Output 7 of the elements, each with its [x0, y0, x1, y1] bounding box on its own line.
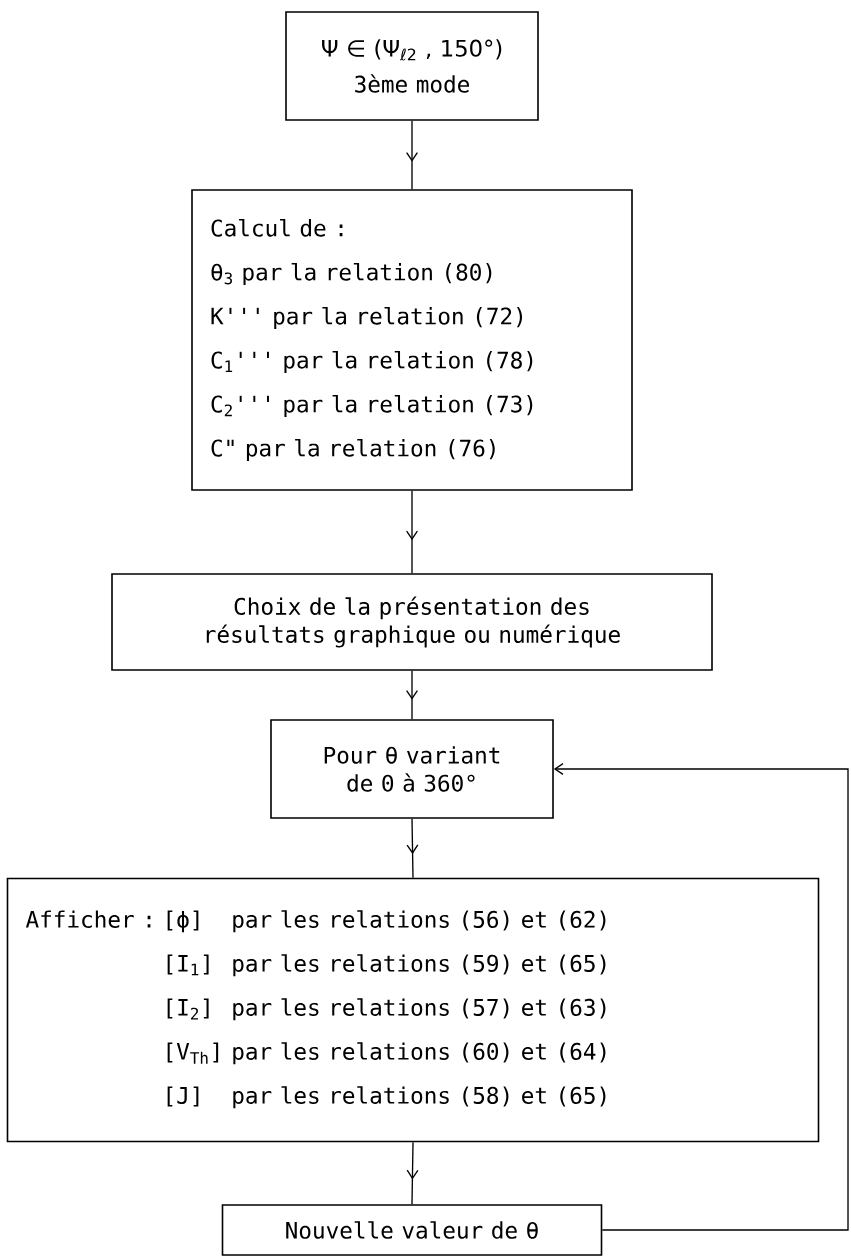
start-box: Ψ ∈ (Ψ$_{ℓ2}$ , 150°) 3ème mode — [285, 11, 539, 121]
loop-box: Pour θ variant de 0 à 360° — [270, 719, 554, 819]
loop-arrow — [553, 763, 849, 1231]
output-box: Afficher : [ϕ] par les relations (56) et (62) [I$_{1}$] par les relations (59) et (65) [I$_{2}$] par les relations (57) et (63) [V$_{Th}$] par les relations (60) et (64) [J] par les relations (58) et (65) — [6, 877, 820, 1143]
process-box: Choix de la présentation des résultats graphique ou numérique — [111, 573, 713, 671]
process-box: Calcul de : θ$_{3}$ par la relation (80) K''' par la relation (72) C$_{1}$''' par la relation (78) C$_{2}$''' par la relation (73) C" par la relation (76) — [191, 189, 633, 491]
process-box: Nouvelle valeur de θ — [221, 1204, 603, 1256]
